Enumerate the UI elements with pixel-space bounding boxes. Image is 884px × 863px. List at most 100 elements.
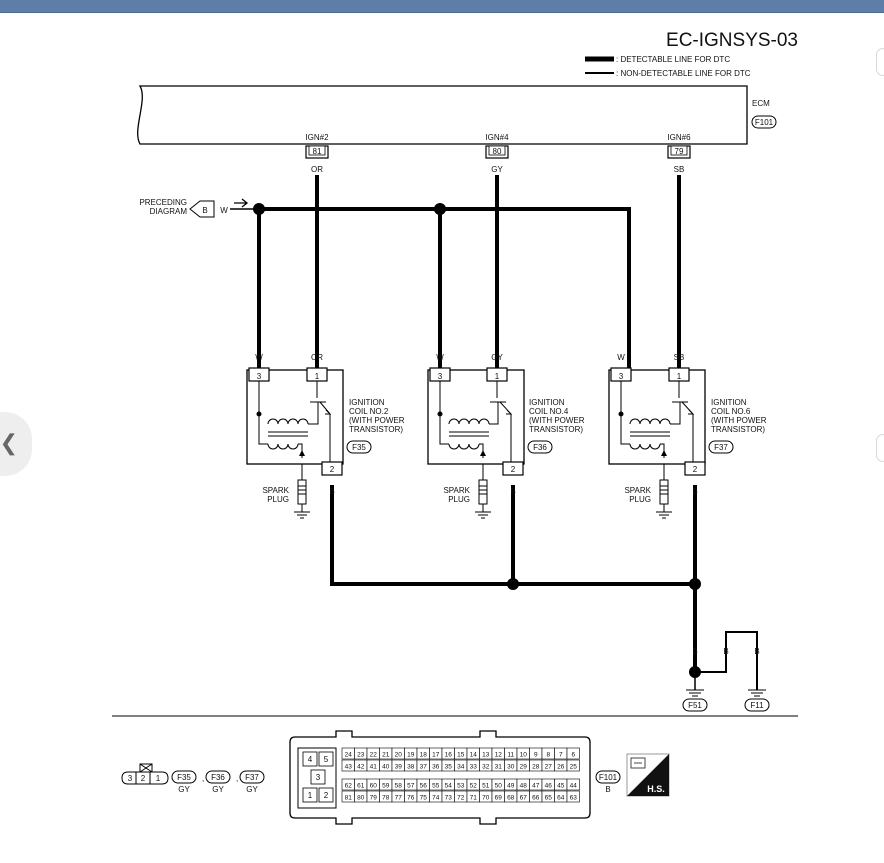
coil-pin-gnd: 2 — [693, 465, 698, 474]
ignition-coil-6: W SB 3 1 2 B IGNITION COIL NO.6 (WITH PO… — [608, 353, 767, 519]
ecm-pin-number: 79 — [675, 147, 684, 156]
ground-section: B B B F51 F11 — [682, 631, 770, 712]
ecm-pin-wire-color: OR — [311, 165, 323, 174]
ecm-grid-pin: 55 — [432, 783, 440, 790]
coil-connector-badge — [527, 440, 553, 454]
coil-label-line1: IGNITION — [529, 398, 565, 407]
coil-pin-w: 3 — [257, 372, 262, 381]
next-edge-tab-top[interactable] — [876, 48, 884, 76]
coil-wire-sig: SB — [674, 353, 685, 362]
ecm-box — [137, 85, 748, 145]
ecm-grid-pin: 36 — [432, 764, 440, 771]
ecm-grid-pin: 26 — [557, 764, 565, 771]
ecm-grid-pin: 43 — [345, 764, 353, 771]
ecm-grid-pin: 10 — [520, 752, 528, 759]
spark-plug-icon — [656, 464, 672, 519]
ecm-grid-pin: 58 — [395, 783, 403, 790]
ecm-grid-pin: 80 — [357, 795, 365, 802]
ecm-grid-cell — [566, 747, 580, 760]
coil-body — [246, 369, 344, 465]
footer-connector-ref: F35 — [177, 773, 191, 782]
ecm-grid-pin: 70 — [482, 795, 490, 802]
connector-pin: 1 — [156, 774, 161, 783]
ecm-grid-cell — [566, 790, 580, 803]
ecm-grid-cell — [566, 759, 580, 772]
ecm-grid-pin: 52 — [470, 783, 478, 790]
coil-connector-badge — [346, 440, 372, 454]
preceding-wire-color: W — [220, 206, 228, 215]
ground-connector-badge — [744, 698, 770, 712]
ecm-grid-pin: 79 — [370, 795, 378, 802]
ground-connector-ref-2: F11 — [750, 701, 764, 710]
ecm-grid-pin: 49 — [507, 783, 515, 790]
detectable-lines — [257, 175, 697, 672]
ecm-grid-pin: 18 — [420, 752, 428, 759]
coil-connector-ref: F36 — [533, 443, 547, 452]
coil-wire-sig: GY — [491, 353, 503, 362]
coil-connector-ref: F35 — [352, 443, 366, 452]
ecm-grid-pin: 53 — [457, 783, 465, 790]
coil-label-line4: TRANSISTOR) — [711, 425, 765, 434]
ecm-pin-number: 80 — [493, 147, 502, 156]
ecm-grid-pin: 59 — [382, 783, 390, 790]
spark-plug-label-line1: SPARK — [443, 486, 470, 495]
ground-wire-right: B — [754, 647, 759, 656]
coil-label-line4: TRANSISTOR) — [529, 425, 583, 434]
ecm-grid-pin: 78 — [382, 795, 390, 802]
coil-label-line4: TRANSISTOR) — [349, 425, 403, 434]
ecm-grid-pin: 50 — [495, 783, 503, 790]
ecm-grid-pin: 28 — [532, 764, 540, 771]
ecm-pin-ign6: IGN#6 79 SB — [667, 133, 691, 174]
ecm-face-pin: 1 — [308, 791, 313, 800]
ecm-grid-cell — [566, 778, 580, 791]
legend-non-detectable-text: : NON-DETECTABLE LINE FOR DTC — [616, 69, 751, 78]
ecm-grid-pin: 7 — [559, 752, 563, 759]
ecm-grid-pin: 51 — [482, 783, 490, 790]
coil-body — [608, 369, 706, 465]
ecm-grid-pin: 69 — [495, 795, 503, 802]
ecm-pin-number: 81 — [313, 147, 322, 156]
ecm-grid-pin: 65 — [545, 795, 553, 802]
coil-pin-sig: 1 — [315, 372, 320, 381]
ecm-grid-pin: 20 — [395, 752, 403, 759]
ecm-grid-pin: 66 — [532, 795, 540, 802]
ecm-grid-pin: 24 — [345, 752, 353, 759]
ecm-grid-pin: 45 — [557, 783, 565, 790]
preceding-label-line1: PRECEDING — [139, 198, 187, 207]
spark-plug-label-line2: PLUG — [267, 495, 289, 504]
ground-connector-badge — [682, 698, 708, 712]
preceding-ref: B — [202, 206, 207, 215]
coil-label-line2: COIL NO.6 — [711, 407, 751, 416]
ecm-grid-pin: 61 — [357, 783, 365, 790]
ground-connector-ref-1: F51 — [688, 701, 702, 710]
ecm-grid-pin: 25 — [570, 764, 578, 771]
ecm-grid-pin: 76 — [407, 795, 415, 802]
ecm-grid-pin: 29 — [520, 764, 528, 771]
ecm-grid-pin: 56 — [420, 783, 428, 790]
coil-connector-ref: F37 — [714, 443, 728, 452]
ecm-grid-pin: 74 — [432, 795, 440, 802]
coil-pin-gnd: 2 — [330, 465, 335, 474]
lock-tab-icon — [139, 763, 153, 773]
ecm-grid-pin: 67 — [520, 795, 528, 802]
footer-ecm-color: B — [605, 785, 610, 794]
coil-pin-sig: 1 — [677, 372, 682, 381]
footer-connector-color: GY — [246, 785, 258, 794]
next-edge-tab-middle[interactable] — [876, 434, 884, 462]
previous-page-button[interactable]: ❮ — [0, 412, 32, 476]
spark-plug-label-line2: PLUG — [448, 495, 470, 504]
footer-connector-ref: F36 — [211, 773, 225, 782]
spark-plug-label-line1: SPARK — [624, 486, 651, 495]
coil-wire-w: W — [436, 353, 444, 362]
preceding-label-line2: DIAGRAM — [150, 207, 188, 216]
ecm-face-pin: 4 — [308, 755, 313, 764]
ecm-grid-pin: 54 — [445, 783, 453, 790]
svg-text:,: , — [236, 774, 238, 783]
ecm-face-pin: 2 — [324, 791, 329, 800]
ecm-pin-signal: IGN#4 — [485, 133, 509, 142]
ground-wire-left: B — [692, 647, 697, 656]
ecm-grid-pin: 41 — [370, 764, 378, 771]
coil-label-line2: COIL NO.2 — [349, 407, 389, 416]
diagram-title: EC-IGNSYS-03 — [666, 30, 798, 51]
